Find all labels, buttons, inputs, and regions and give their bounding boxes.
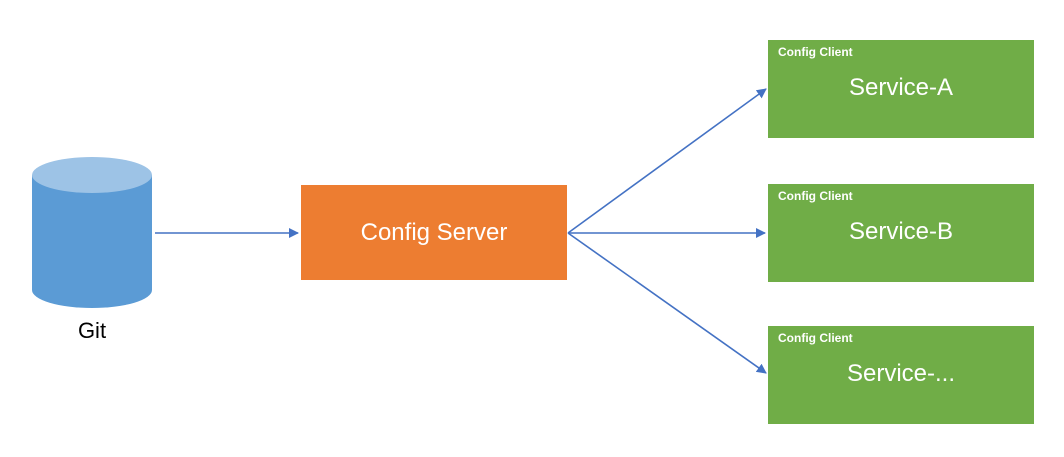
config-client-tag: Config Client — [778, 45, 853, 59]
service-b-box: Config Client Service-B — [768, 184, 1034, 282]
config-server-box: Config Server — [301, 185, 567, 280]
service-b-label: Service-B — [848, 218, 954, 245]
config-server-label: Config Server — [360, 218, 508, 246]
arrow-server-to-service-more — [567, 232, 767, 374]
config-client-tag: Config Client — [778, 331, 853, 345]
git-label: Git — [77, 318, 107, 343]
service-a-box: Config Client Service-A — [768, 40, 1034, 138]
config-client-tag: Config Client — [778, 189, 853, 203]
arrow-server-to-service-a — [567, 88, 767, 234]
service-more-label: Service-... — [846, 360, 956, 387]
service-more-box: Config Client Service-... — [768, 326, 1034, 424]
git-database-icon — [32, 157, 152, 308]
service-a-label: Service-A — [848, 74, 954, 101]
